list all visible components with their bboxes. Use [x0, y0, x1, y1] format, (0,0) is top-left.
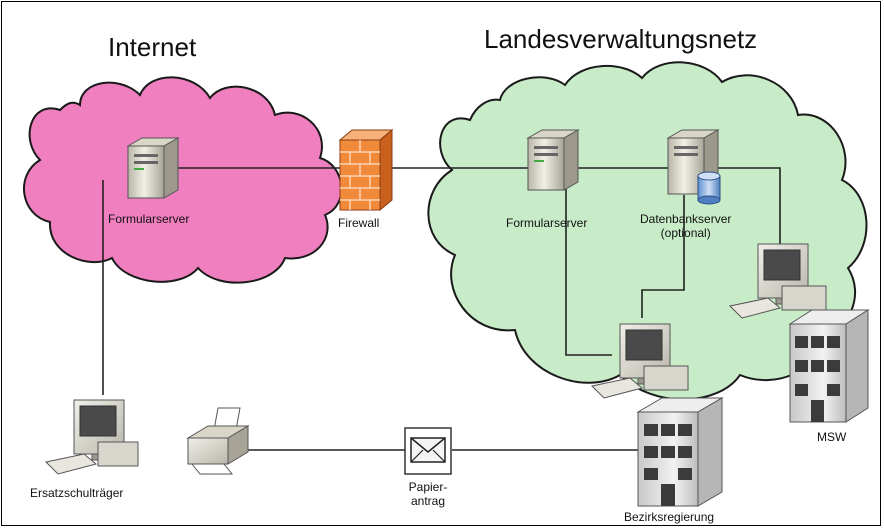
building-icon — [788, 309, 870, 423]
papierantrag-label-line1: Papier- — [408, 480, 448, 494]
link-formular-pc-center — [565, 185, 612, 356]
formularserver-landesnetz-label: Formularserver — [506, 216, 588, 230]
building-icon — [636, 397, 724, 507]
internet-zone-title: Internet — [108, 32, 197, 62]
server-icon — [126, 137, 180, 199]
workstation-icon — [590, 323, 689, 399]
internet-cloud — [23, 76, 343, 284]
papierantrag-label-line2: antrag — [410, 494, 446, 508]
msw-label: MSW — [817, 430, 847, 444]
database-server-icon — [666, 129, 721, 205]
workstation-icon — [728, 243, 827, 319]
papierantrag-label: Papier- antrag — [405, 480, 451, 508]
firewall-label: Firewall — [338, 216, 380, 230]
ersatzschultraeger-label: Ersatzschulträger — [30, 486, 124, 500]
link-db-pc-right — [700, 167, 781, 250]
datenbankserver-label: Datenbankserver (optional) — [640, 212, 731, 240]
server-icon — [526, 129, 580, 191]
firewall-icon — [338, 128, 394, 212]
landesnetz-zone-title: Landesverwaltungsnetz — [484, 24, 758, 54]
bezirksregierung-label: Bezirksregierung — [624, 510, 715, 524]
link-db-pc-center — [641, 195, 685, 318]
envelope-icon — [404, 427, 452, 475]
datenbankserver-label-line1: Datenbankserver — [640, 212, 732, 226]
datenbankserver-label-line2: (optional) — [660, 226, 711, 240]
formularserver-internet-label: Formularserver — [108, 212, 190, 226]
printer-icon — [186, 407, 250, 475]
workstation-icon — [44, 399, 139, 475]
